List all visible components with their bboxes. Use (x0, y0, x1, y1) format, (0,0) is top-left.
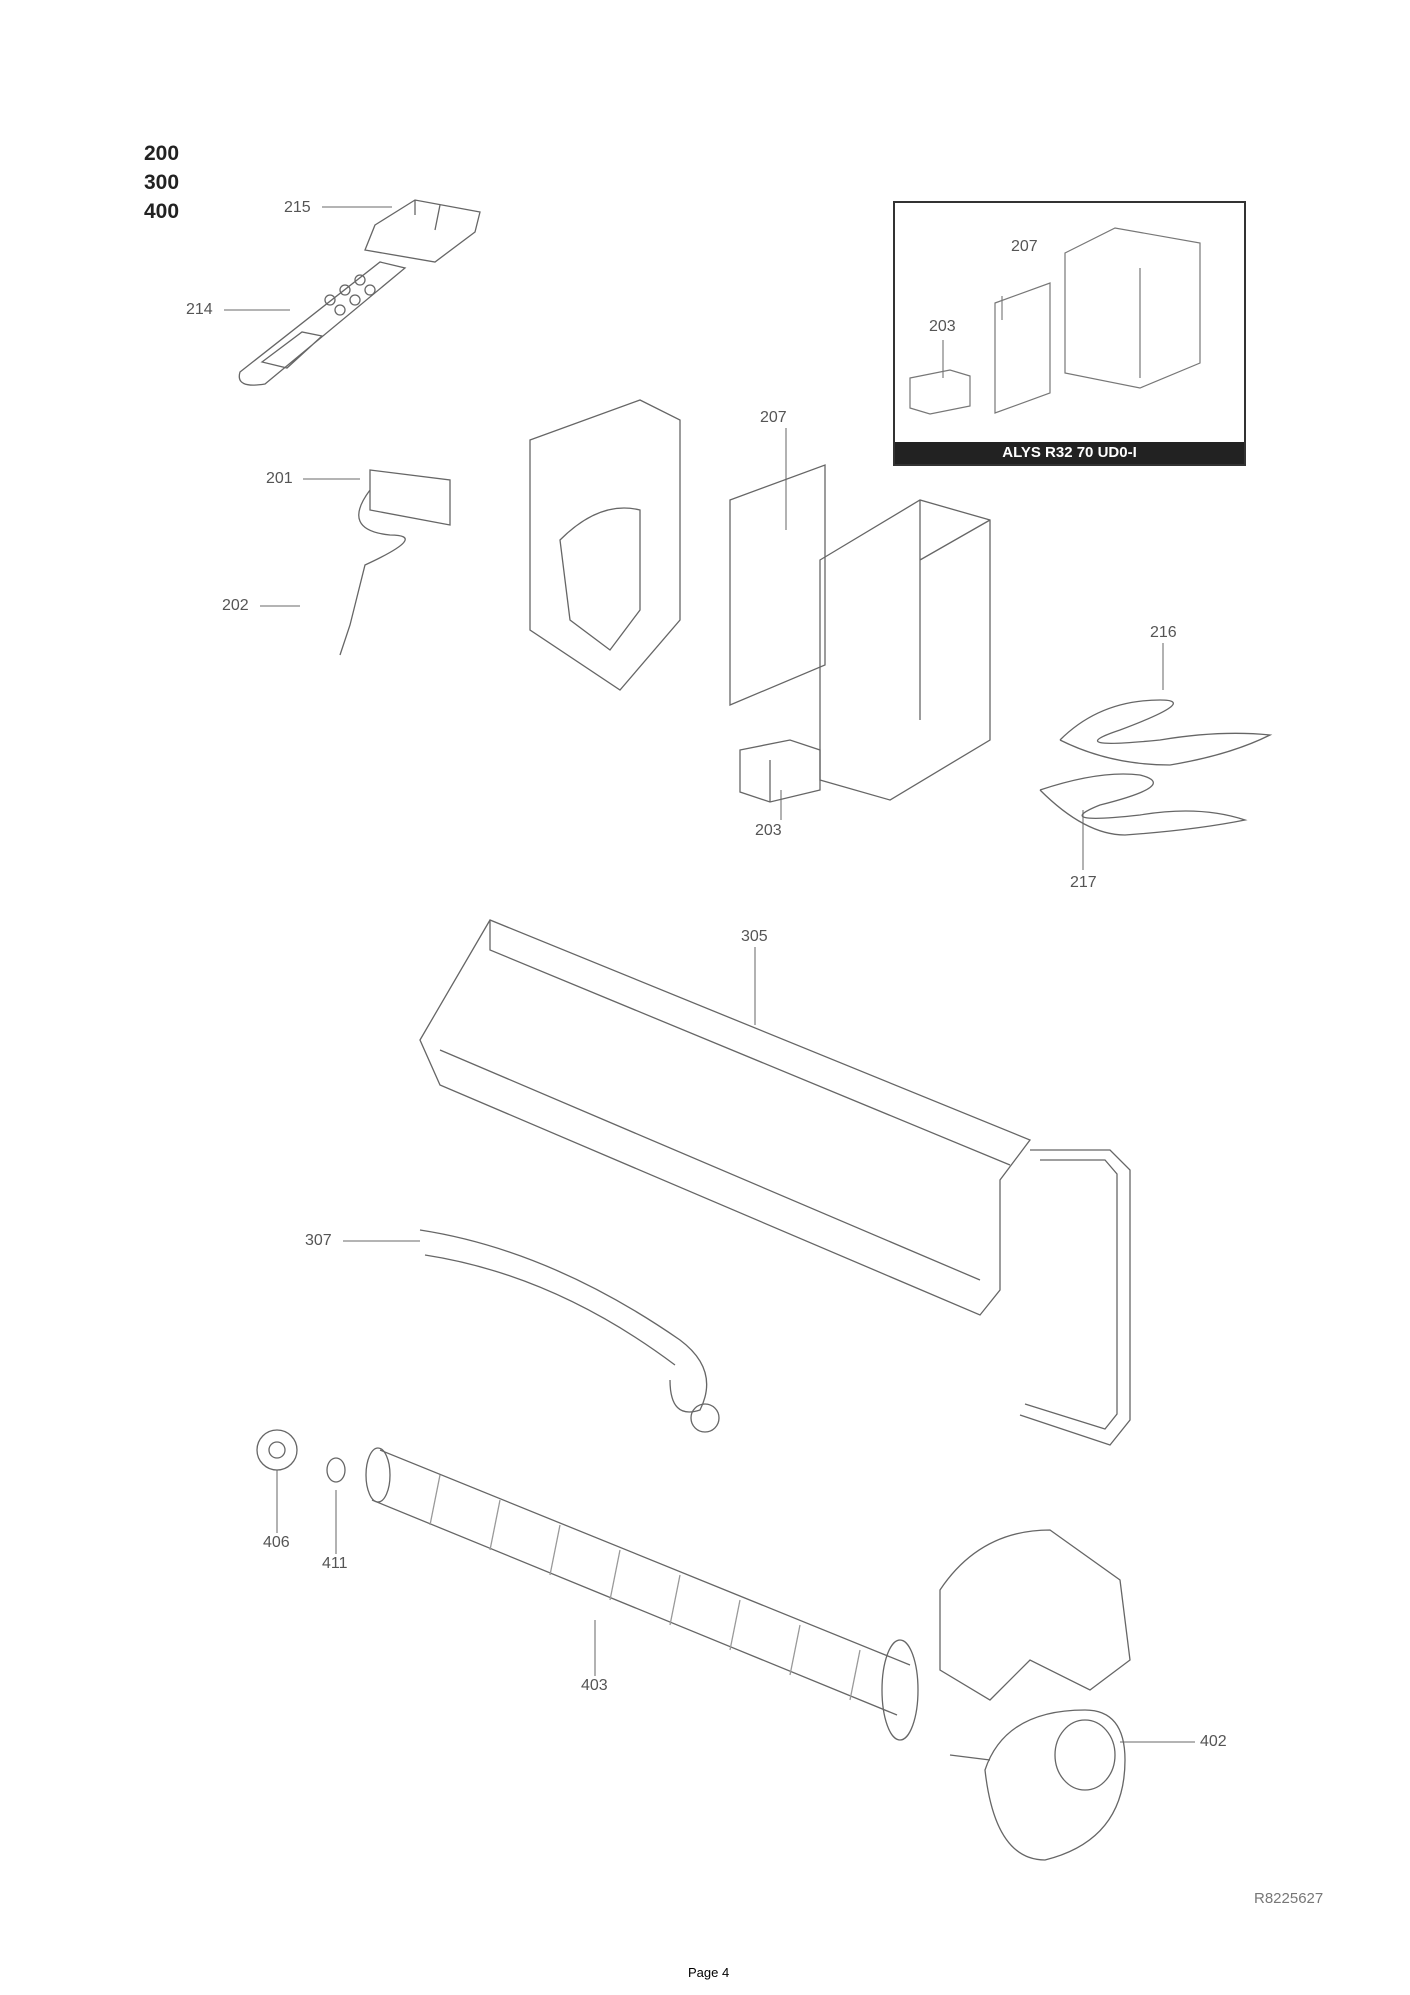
group-label-400: 400 (144, 200, 180, 223)
part-label-406: 406 (263, 1534, 290, 1551)
part-label-214: 214 (186, 301, 213, 318)
wire-216-shape (1059, 699, 1273, 766)
part-label-207: 207 (760, 409, 787, 426)
part-label-305: 305 (741, 928, 768, 945)
inset-part-label-207: 207 (1011, 238, 1038, 255)
motor-bracket-shape (939, 1529, 1131, 1701)
remote-holder-shape (364, 199, 481, 263)
fan-motor-shape (949, 1709, 1126, 1861)
inset-drawing (909, 227, 1201, 415)
part-label-203: 203 (755, 822, 782, 839)
wire-217-shape (1039, 773, 1248, 836)
variant-inset: 207 203 ALYS R32 70 UD0-I (893, 201, 1246, 466)
inset-part-label-203: 203 (929, 318, 956, 335)
remote-buttons (324, 274, 376, 316)
inset-caption: ALYS R32 70 UD0-I (895, 442, 1244, 464)
part-label-402: 402 (1200, 1733, 1227, 1750)
drain-hose-shape (419, 1229, 708, 1413)
washer-shape (326, 1457, 346, 1483)
part-label-216: 216 (1150, 624, 1177, 641)
part-label-411: 411 (322, 1555, 348, 1572)
cross-flow-fan-shape (371, 1449, 911, 1716)
part-label-202: 202 (222, 597, 249, 614)
pcb-shape (729, 464, 826, 706)
part-label-403: 403 (581, 1677, 608, 1694)
group-label-300: 300 (144, 171, 180, 194)
pipe-loop-shape (1019, 1149, 1131, 1446)
drawing-reference: R8225627 (1254, 1890, 1324, 1907)
heat-exchanger-shape (419, 919, 1032, 1316)
sensor-shape (339, 469, 451, 656)
bearing-shape (256, 1429, 298, 1471)
electrical-box-shape (819, 499, 991, 801)
part-label-307: 307 (305, 1232, 332, 1249)
group-label-200: 200 (144, 142, 180, 165)
part-label-217: 217 (1070, 874, 1097, 891)
part-label-215: 215 (284, 199, 311, 216)
terminal-block-shape (739, 739, 821, 803)
control-box-frame (529, 399, 681, 691)
part-label-201: 201 (266, 470, 293, 487)
page-number: Page 4 (688, 1965, 730, 1980)
remote-control-shape (238, 261, 407, 386)
